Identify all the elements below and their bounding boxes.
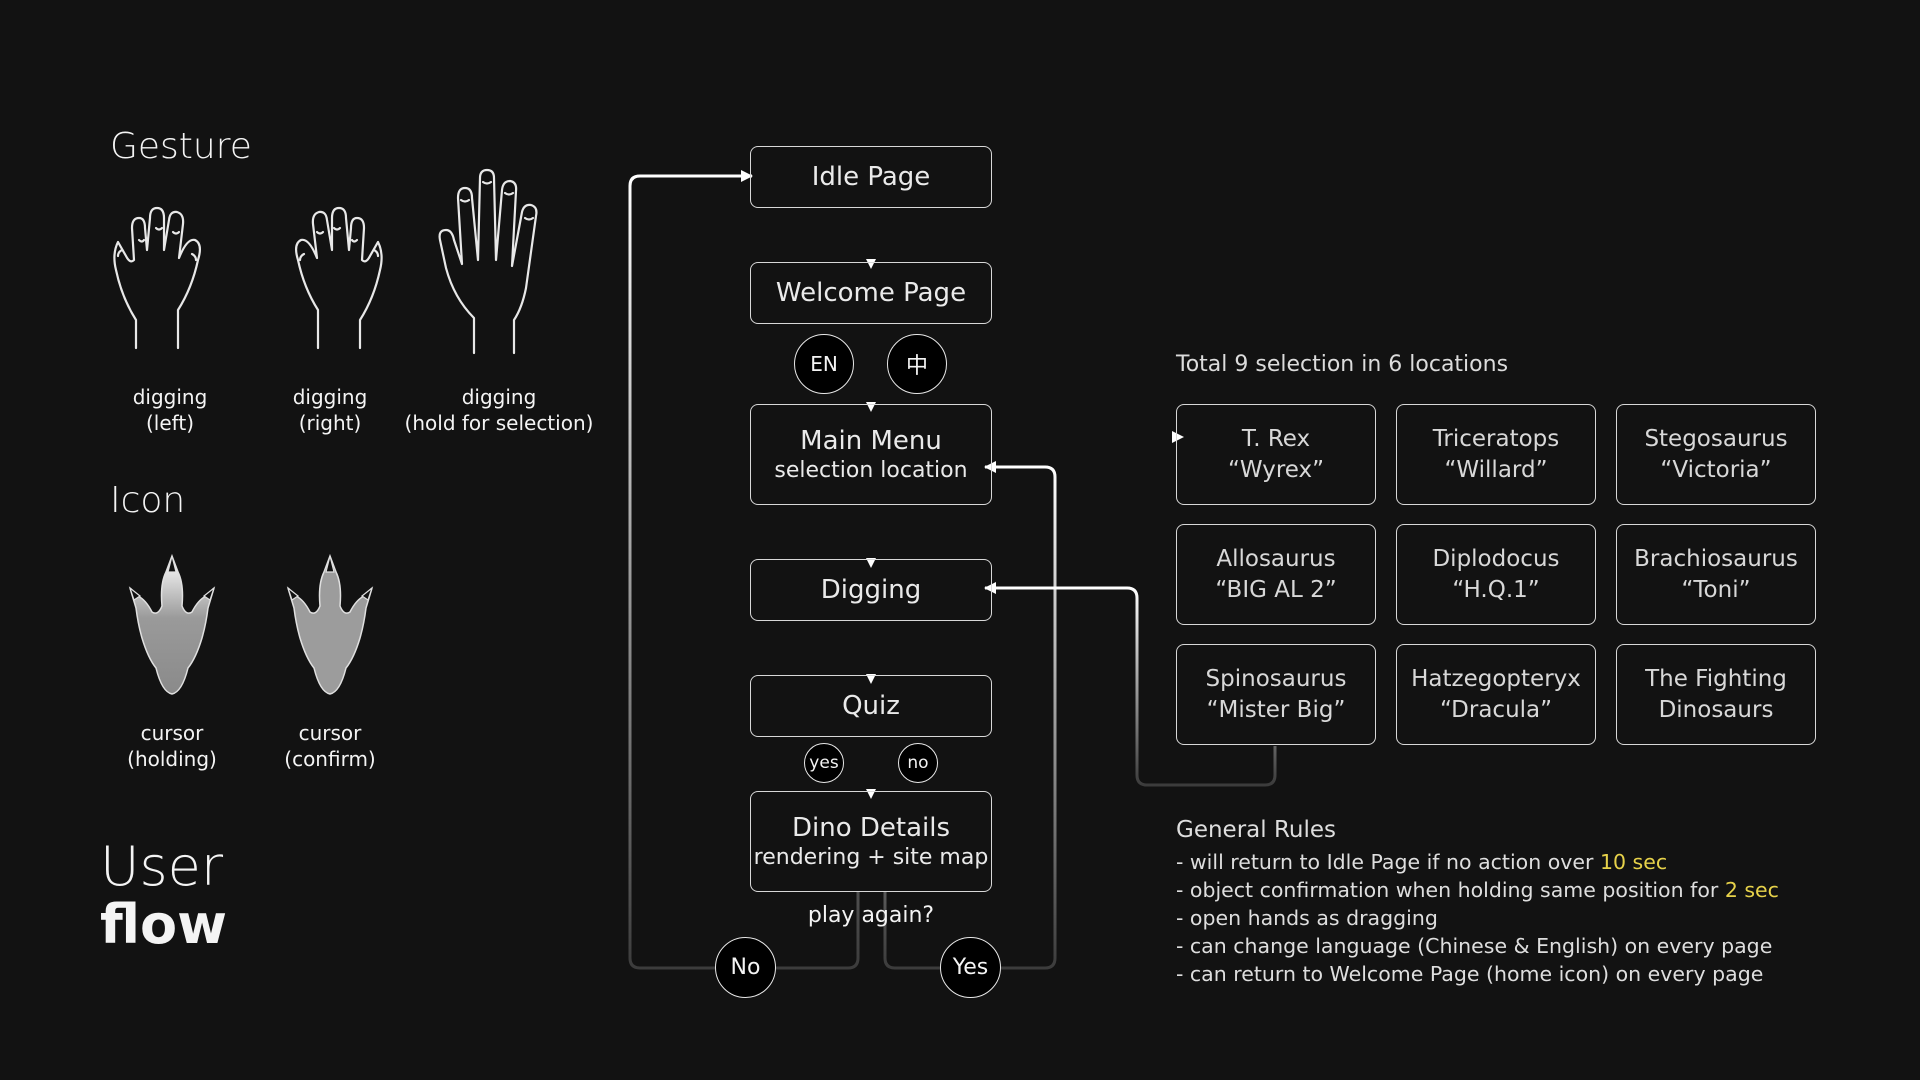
selection-item[interactable]: Hatzegopteryx “Dracula” xyxy=(1396,644,1596,745)
page-title: User flow xyxy=(100,838,227,954)
selection-item[interactable]: Stegosaurus “Victoria” xyxy=(1616,404,1816,505)
gesture-label-left-line1: digging xyxy=(132,385,208,409)
icon-label-holding: cursor (holding) xyxy=(92,720,252,772)
selection-item-line1: Hatzegopteryx xyxy=(1411,665,1581,692)
page-title-line2: flow xyxy=(100,893,228,956)
gesture-label-left: digging (left) xyxy=(90,384,250,436)
rule-idle-timeout-text: - will return to Idle Page if no action … xyxy=(1176,850,1600,874)
rule-idle-timeout-value: 10 sec xyxy=(1599,850,1668,874)
digging-node: Digging xyxy=(750,559,992,621)
rule-idle-timeout: - will return to Idle Page if no action … xyxy=(1176,848,1876,876)
selection-item-line2: “Dracula” xyxy=(1439,696,1553,723)
selection-item-line2: “BIG AL 2” xyxy=(1215,576,1337,603)
selection-item-line1: The Fighting xyxy=(1645,665,1787,692)
selection-item-line1: Diplodocus xyxy=(1432,545,1560,572)
language-en-label: EN xyxy=(810,352,838,376)
selection-item[interactable]: T. Rex “Wyrex” xyxy=(1176,404,1376,505)
gesture-label-hold: digging (hold for selection) xyxy=(394,384,604,436)
main-menu-sublabel: selection location xyxy=(774,457,968,483)
selection-item-line2: “Victoria” xyxy=(1660,456,1772,483)
general-rules: General Rules - will return to Idle Page… xyxy=(1176,812,1876,988)
selection-item[interactable]: Triceratops “Willard” xyxy=(1396,404,1596,505)
quiz-no-label: no xyxy=(907,753,929,773)
selection-item[interactable]: Diplodocus “H.Q.1” xyxy=(1396,524,1596,625)
idle-page-node: Idle Page xyxy=(750,146,992,208)
welcome-page-node: Welcome Page xyxy=(750,262,992,324)
idle-page-label: Idle Page xyxy=(811,162,931,192)
play-again-prompt: play again? xyxy=(807,903,935,928)
main-menu-node: Main Menu selection location xyxy=(750,404,992,505)
icon-label-holding-line2: (holding) xyxy=(127,747,217,771)
selection-item-line2: “Willard” xyxy=(1444,456,1548,483)
quiz-yes-option[interactable]: yes xyxy=(804,743,844,783)
gesture-label-right-line1: digging xyxy=(292,385,368,409)
icon-label-confirm-line1: cursor xyxy=(298,721,362,745)
selection-item-line2: “H.Q.1” xyxy=(1452,576,1540,603)
dino-details-sublabel: rendering + site map xyxy=(753,844,989,870)
play-again-yes-button[interactable]: Yes xyxy=(940,937,1001,998)
icon-label-confirm: cursor (confirm) xyxy=(250,720,410,772)
selection-item-line1: T. Rex xyxy=(1241,425,1311,452)
dino-footprint-holding-icon xyxy=(128,554,216,695)
gesture-section-title: Gesture xyxy=(110,126,252,167)
language-zh-label: 中 xyxy=(905,354,928,379)
gesture-label-hold-line1: digging xyxy=(461,385,537,409)
icon-label-holding-line1: cursor xyxy=(140,721,204,745)
selection-item-line1: Spinosaurus xyxy=(1205,665,1347,692)
selection-item-line1: Brachiosaurus xyxy=(1634,545,1798,572)
rule-confirmation-hold-value: 2 sec xyxy=(1724,878,1779,902)
rule-change-language: - can change language (Chinese & English… xyxy=(1176,934,1773,958)
selection-item[interactable]: Spinosaurus “Mister Big” xyxy=(1176,644,1376,745)
selection-item-line2: “Mister Big” xyxy=(1206,696,1346,723)
digging-label: Digging xyxy=(820,575,922,605)
dino-details-node: Dino Details rendering + site map xyxy=(750,791,992,892)
selections-title: Total 9 selection in 6 locations xyxy=(1176,352,1509,377)
play-again-no-button[interactable]: No xyxy=(715,937,776,998)
hand-open-icon xyxy=(438,168,538,355)
selection-item-line1: Triceratops xyxy=(1432,425,1560,452)
selection-item-line1: Stegosaurus xyxy=(1644,425,1788,452)
selection-item-line2: “Toni” xyxy=(1681,576,1751,603)
loop-spinosaurus-to-digging xyxy=(984,582,1277,787)
dino-footprint-confirm-icon xyxy=(286,554,374,695)
rule-return-welcome: - can return to Welcome Page (home icon)… xyxy=(1176,962,1764,986)
gesture-label-hold-line2: (hold for selection) xyxy=(404,411,594,435)
main-menu-label: Main Menu xyxy=(800,425,942,456)
quiz-node: Quiz xyxy=(750,675,992,737)
play-again-yes-label: Yes xyxy=(952,955,989,980)
quiz-label: Quiz xyxy=(842,691,900,721)
selection-item-line2: “Wyrex” xyxy=(1227,456,1325,483)
icon-label-confirm-line2: (confirm) xyxy=(284,747,376,771)
icon-section-title: Icon xyxy=(110,480,186,521)
quiz-yes-label: yes xyxy=(809,753,839,773)
rule-open-hands: - open hands as dragging xyxy=(1176,906,1438,930)
loop-no-to-idle xyxy=(628,170,860,970)
quiz-no-option[interactable]: no xyxy=(898,743,938,783)
rule-confirmation-hold: - object confirmation when holding same … xyxy=(1176,876,1876,904)
dino-details-label: Dino Details xyxy=(791,812,951,843)
selection-item-line1: Allosaurus xyxy=(1216,545,1336,572)
hand-left-icon xyxy=(113,206,202,350)
page-title-line1: User xyxy=(100,835,224,898)
welcome-page-label: Welcome Page xyxy=(775,278,967,308)
gesture-label-right-line2: (right) xyxy=(298,411,362,435)
loop-yes-to-main xyxy=(883,461,1057,970)
selection-item[interactable]: Brachiosaurus “Toni” xyxy=(1616,524,1816,625)
play-again-no-label: No xyxy=(730,955,761,980)
language-zh-button[interactable]: 中 xyxy=(887,334,947,394)
hand-right-icon xyxy=(294,206,383,350)
general-rules-title: General Rules xyxy=(1176,817,1337,843)
selection-item[interactable]: Allosaurus “BIG AL 2” xyxy=(1176,524,1376,625)
selection-item-line2: Dinosaurs xyxy=(1658,696,1774,723)
gesture-label-left-line2: (left) xyxy=(146,411,194,435)
gesture-label-right: digging (right) xyxy=(250,384,410,436)
language-en-button[interactable]: EN xyxy=(794,334,854,394)
rule-confirmation-hold-text: - object confirmation when holding same … xyxy=(1176,878,1725,902)
